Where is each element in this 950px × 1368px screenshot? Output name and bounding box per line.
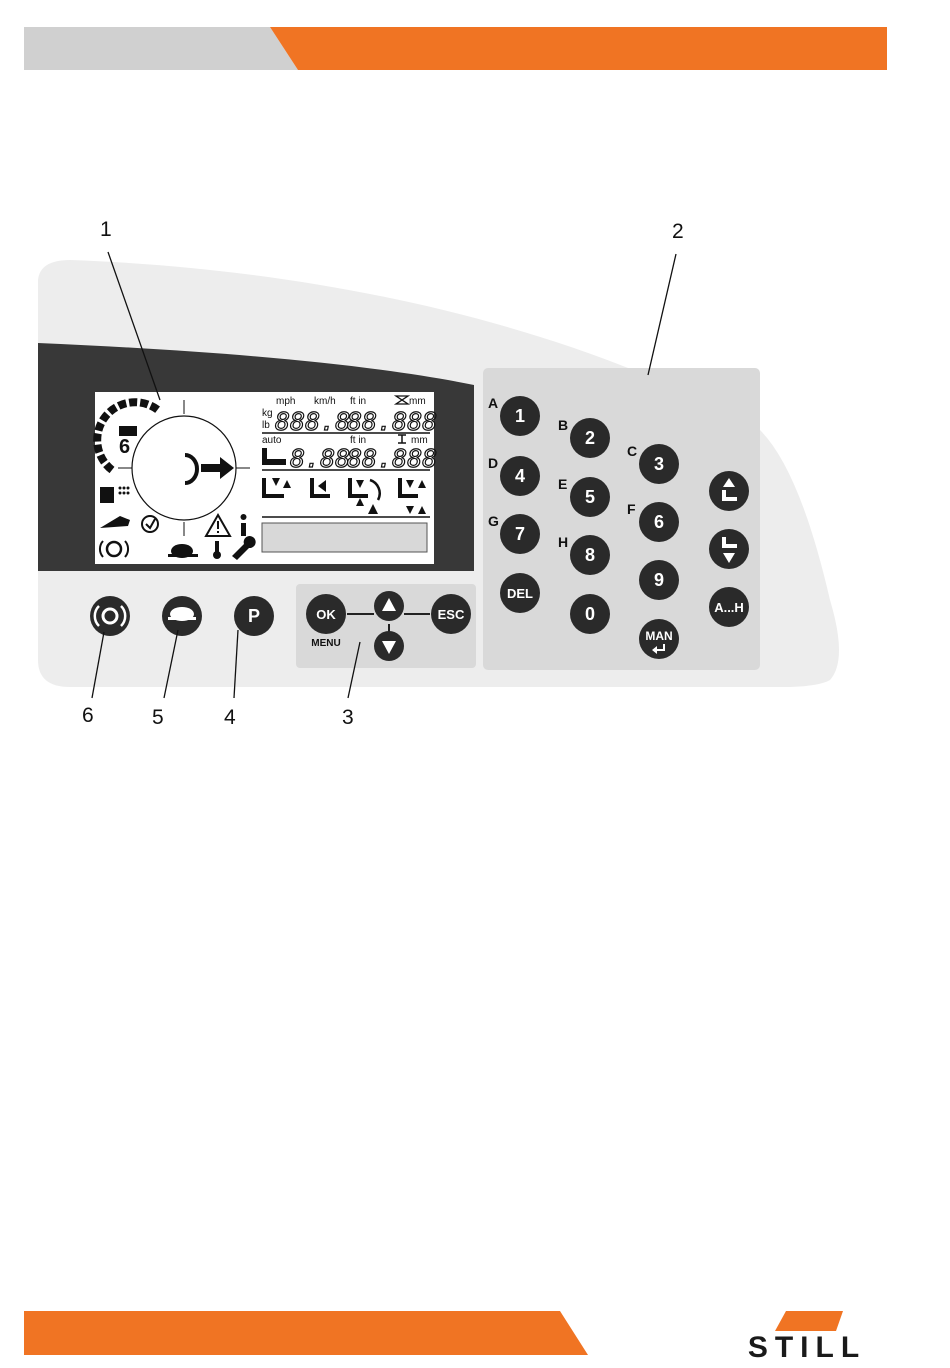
key-4-label: 4 xyxy=(515,466,525,486)
info-icon xyxy=(241,523,246,536)
key-7-label: 7 xyxy=(515,524,525,544)
key-7-letter: G xyxy=(488,513,499,529)
key-6-letter: F xyxy=(627,501,636,517)
key-0[interactable]: 0 xyxy=(570,594,610,634)
range-key[interactable]: A...H xyxy=(709,587,749,627)
key-1-letter: A xyxy=(488,395,498,411)
del-key[interactable]: DEL xyxy=(500,573,540,613)
key-6-label: 6 xyxy=(654,512,664,532)
unit-ftin-top: ft in xyxy=(350,396,366,407)
key-8-label: 8 xyxy=(585,545,595,565)
key-9-label: 9 xyxy=(654,570,664,590)
key-5-letter: E xyxy=(558,476,567,492)
unit-mph: mph xyxy=(276,396,295,407)
key-9[interactable]: 9 xyxy=(639,560,679,600)
top-height-readout: 88.888 xyxy=(347,407,437,436)
key-2-label: 2 xyxy=(585,428,595,448)
lower-key[interactable] xyxy=(709,529,749,569)
callout-3: 3 xyxy=(342,706,354,729)
still-logo: STILL xyxy=(748,1311,866,1364)
callout-5: 5 xyxy=(152,706,164,729)
ok-button-label: OK xyxy=(316,607,336,622)
weight-readout: 888.8 xyxy=(275,407,350,436)
key-1-label: 1 xyxy=(515,406,525,426)
lift-height-readout: 88.888 xyxy=(347,444,437,473)
seat-switch-icon xyxy=(100,487,114,503)
unit-lb: lb xyxy=(262,420,270,431)
logo-text: STILL xyxy=(748,1331,866,1364)
callout-6: 6 xyxy=(82,704,94,727)
tilt-readout: 8.88 xyxy=(290,444,350,473)
key-0-label: 0 xyxy=(585,604,595,624)
range-key-label: A...H xyxy=(714,600,744,615)
unit-mm-top: mm xyxy=(409,396,426,407)
del-key-label: DEL xyxy=(507,586,533,601)
unit-kg: kg xyxy=(262,408,273,419)
key-2-letter: B xyxy=(558,417,568,433)
down-button[interactable] xyxy=(374,631,404,661)
man-key[interactable]: MAN xyxy=(639,619,679,659)
ok-button[interactable]: OK xyxy=(306,594,346,634)
callout-4: 4 xyxy=(224,706,236,729)
esc-button[interactable]: ESC xyxy=(431,594,471,634)
lift-key[interactable] xyxy=(709,471,749,511)
battery-icon xyxy=(119,426,137,436)
battery-level-digit: 6 xyxy=(119,436,130,458)
callout-1: 1 xyxy=(100,218,112,241)
footer-band xyxy=(24,1311,588,1355)
up-button[interactable] xyxy=(374,591,404,621)
key-3-letter: C xyxy=(627,443,637,459)
menu-label: MENU xyxy=(311,638,340,649)
key-5-label: 5 xyxy=(585,487,595,507)
header-band xyxy=(24,27,887,70)
key-3-label: 3 xyxy=(654,454,664,474)
slow-mode-button[interactable] xyxy=(162,596,202,636)
lcd-display: 6 xyxy=(95,392,437,564)
unit-kmh: km/h xyxy=(314,396,336,407)
key-4-letter: D xyxy=(488,455,498,471)
key-8-letter: H xyxy=(558,534,568,550)
esc-button-label: ESC xyxy=(438,607,465,622)
man-key-label: MAN xyxy=(645,629,672,643)
callout-2: 2 xyxy=(672,220,684,243)
text-message-field xyxy=(262,523,427,552)
park-button-label: P xyxy=(248,606,260,626)
parking-brake-button[interactable] xyxy=(90,596,130,636)
park-button[interactable]: P xyxy=(234,596,274,636)
label-auto: auto xyxy=(262,435,282,446)
